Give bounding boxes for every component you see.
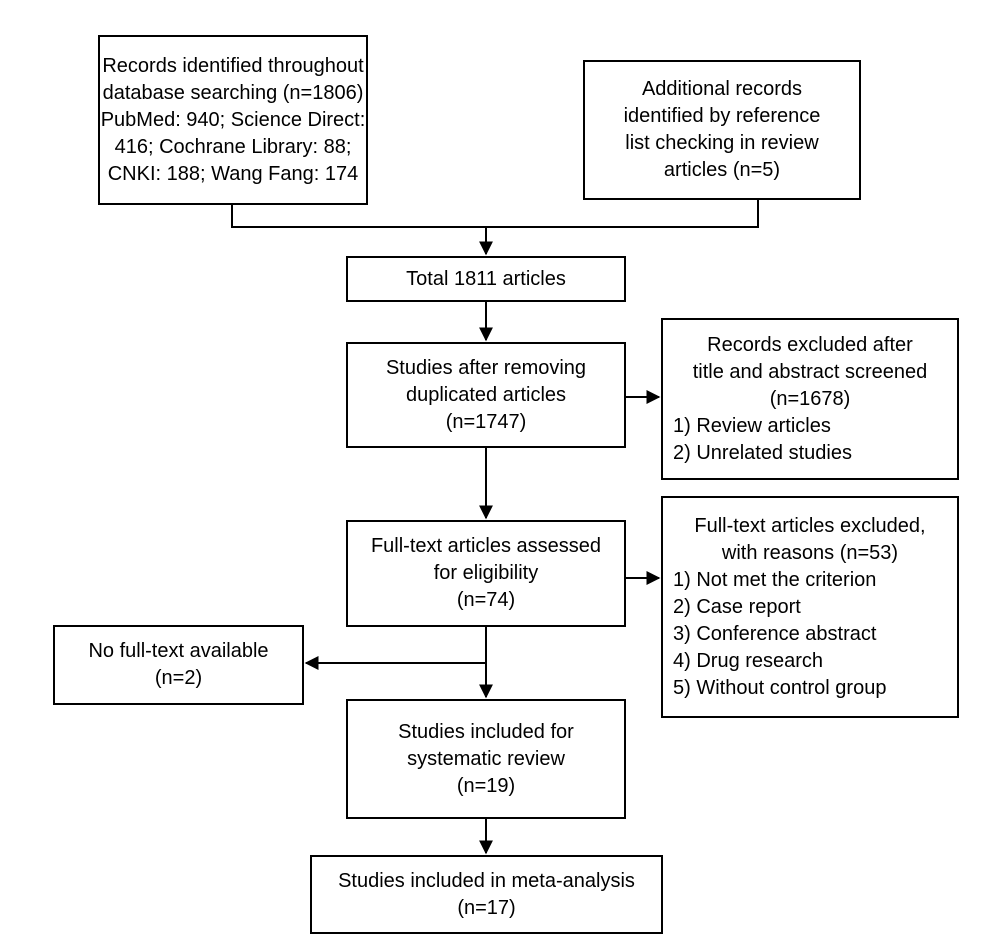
- fulltext-line: for eligibility: [433, 562, 539, 584]
- meta-line: Studies included in meta-analysis: [338, 869, 635, 892]
- additional-line: list checking in review: [625, 132, 819, 154]
- additional-line: articles (n=5): [663, 159, 781, 181]
- excluded-fulltext-item: 5) Without control group: [673, 676, 887, 699]
- merge-connector: [231, 200, 759, 228]
- db-search-line: 416; Cochrane Library: 88;: [114, 135, 352, 158]
- total-articles-box: Total 1811 articles: [346, 256, 626, 302]
- excluded-fulltext-item: 2) Case report: [673, 595, 801, 618]
- systematic-review-box: Studies included for systematic review (…: [346, 699, 626, 819]
- excluded-screen-head: (n=1678): [769, 387, 851, 410]
- total-line: Total 1811 articles: [406, 267, 566, 290]
- no-fulltext-line: (n=2): [154, 667, 203, 689]
- excluded-fulltext-head: Full-text articles excluded,: [694, 514, 926, 537]
- excluded-screen-item: 2) Unrelated studies: [673, 441, 852, 464]
- db-search-line: database searching (n=1806): [102, 81, 364, 104]
- after-dup-line: (n=1747): [445, 410, 527, 433]
- systematic-line: (n=19): [456, 774, 516, 797]
- meta-analysis-box: Studies included in meta-analysis (n=17): [310, 855, 663, 934]
- systematic-line: Studies included for: [398, 720, 574, 743]
- additional-records-box: Additional records identified by referen…: [583, 60, 861, 200]
- after-dup-line: duplicated articles: [405, 383, 567, 406]
- systematic-line: systematic review: [407, 747, 565, 770]
- additional-line: Additional records: [641, 78, 803, 100]
- after-duplicates-box: Studies after removing duplicated articl…: [346, 342, 626, 448]
- db-search-line: Records identified throughout: [102, 54, 364, 77]
- excluded-screen-box: Records excluded after title and abstrac…: [661, 318, 959, 480]
- db-search-line: CNKI: 188; Wang Fang: 174: [107, 162, 359, 185]
- excluded-fulltext-item: 1) Not met the criterion: [673, 568, 877, 591]
- no-fulltext-box: No full-text available (n=2): [53, 625, 304, 705]
- meta-line: (n=17): [457, 896, 516, 919]
- additional-line: identified by reference: [623, 105, 821, 127]
- excluded-screen-head: title and abstract screened: [692, 360, 928, 383]
- excluded-screen-head: Records excluded after: [707, 333, 913, 356]
- db-search-box: Records identified throughout database s…: [98, 35, 368, 205]
- excluded-fulltext-item: 4) Drug research: [673, 649, 824, 672]
- excluded-screen-item: 1) Review articles: [673, 414, 831, 437]
- excluded-fulltext-box: Full-text articles excluded, with reason…: [661, 496, 959, 718]
- fulltext-line: (n=74): [456, 589, 516, 611]
- no-fulltext-line: No full-text available: [88, 640, 269, 662]
- fulltext-assessed-box: Full-text articles assessed for eligibil…: [346, 520, 626, 627]
- db-search-line: PubMed: 940; Science Direct:: [100, 108, 366, 131]
- after-dup-line: Studies after removing: [385, 356, 587, 379]
- excluded-fulltext-item: 3) Conference abstract: [673, 622, 877, 645]
- excluded-fulltext-head: with reasons (n=53): [721, 541, 899, 564]
- fulltext-line: Full-text articles assessed: [370, 535, 602, 557]
